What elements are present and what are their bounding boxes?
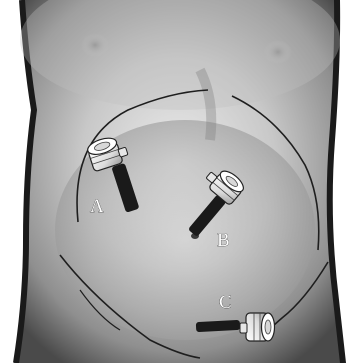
label-b: B xyxy=(217,230,230,251)
left-nipple xyxy=(81,33,109,57)
label-c: C xyxy=(219,292,232,313)
label-a: A xyxy=(90,196,104,217)
right-nipple xyxy=(264,40,292,64)
